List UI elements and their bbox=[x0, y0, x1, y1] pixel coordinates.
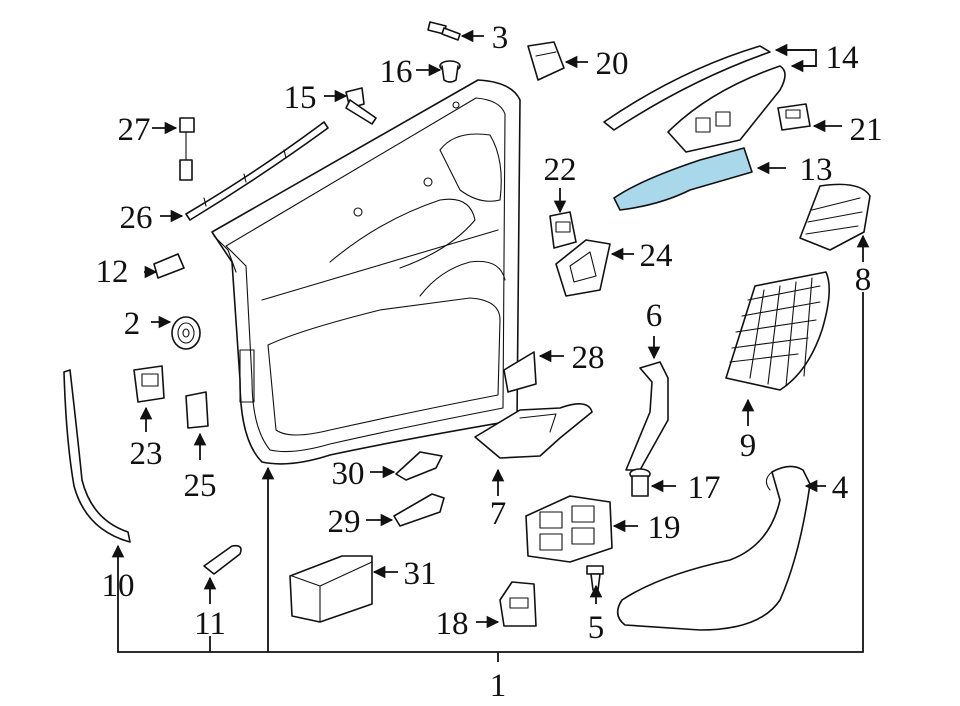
callout-1: 1 bbox=[490, 668, 507, 704]
callout-12: 12 bbox=[96, 254, 129, 290]
sensor-plug bbox=[629, 468, 651, 497]
callout-30: 30 bbox=[332, 456, 365, 492]
screw bbox=[586, 565, 604, 591]
callout-3: 3 bbox=[492, 20, 509, 56]
callout-28: 28 bbox=[572, 340, 605, 376]
switch-20 bbox=[527, 41, 565, 81]
clip-strip bbox=[185, 121, 329, 221]
connector bbox=[345, 87, 377, 125]
cable bbox=[179, 117, 195, 181]
callout-2: 2 bbox=[124, 306, 141, 342]
speaker-grille-upper bbox=[799, 183, 871, 251]
callout-17: 17 bbox=[688, 470, 721, 506]
callout-27: 27 bbox=[118, 112, 151, 148]
callout-23: 23 bbox=[130, 436, 163, 472]
armrest-bracket bbox=[474, 403, 593, 459]
speaker-grille-lower bbox=[725, 271, 830, 391]
callout-18: 18 bbox=[436, 606, 469, 642]
callout-14: 14 bbox=[826, 40, 859, 76]
callout-26: 26 bbox=[120, 200, 153, 236]
callout-19: 19 bbox=[648, 510, 681, 546]
cap bbox=[439, 60, 461, 83]
callout-5: 5 bbox=[588, 610, 605, 646]
door-trim-panel bbox=[211, 79, 521, 465]
switch-21 bbox=[777, 103, 811, 131]
trim-clip bbox=[203, 544, 242, 575]
callout-15: 15 bbox=[284, 80, 317, 116]
upper-trim-bezel bbox=[603, 45, 786, 153]
callout-10: 10 bbox=[102, 568, 135, 604]
small-switch bbox=[499, 581, 537, 627]
grommet bbox=[171, 316, 201, 350]
armrest-pad bbox=[616, 465, 811, 631]
cover-25 bbox=[185, 391, 209, 429]
highlighted-trim-strip bbox=[613, 147, 753, 211]
callout-9: 9 bbox=[740, 428, 757, 464]
callout-31: 31 bbox=[404, 556, 437, 592]
bracket-28 bbox=[503, 351, 537, 393]
pad-30 bbox=[395, 451, 443, 481]
pad-29 bbox=[393, 493, 445, 527]
label bbox=[153, 253, 185, 279]
callout-4: 4 bbox=[832, 470, 849, 506]
control-module bbox=[289, 555, 373, 623]
leader-lines bbox=[111, 29, 870, 662]
push-pin bbox=[427, 21, 461, 41]
callout-8: 8 bbox=[855, 262, 872, 298]
callout-24: 24 bbox=[640, 238, 673, 274]
callout-29: 29 bbox=[328, 504, 361, 540]
callout-25: 25 bbox=[184, 468, 217, 504]
switch-22 bbox=[549, 211, 577, 249]
callout-20: 20 bbox=[596, 46, 629, 82]
callout-7: 7 bbox=[490, 496, 507, 532]
callout-21: 21 bbox=[850, 112, 883, 148]
callout-6: 6 bbox=[646, 298, 663, 334]
callout-22: 22 bbox=[544, 152, 577, 188]
weatherstrip bbox=[63, 369, 131, 543]
callout-13: 13 bbox=[800, 152, 833, 188]
window-switch-panel bbox=[525, 495, 613, 563]
bezel-24 bbox=[555, 239, 611, 297]
callout-11: 11 bbox=[194, 606, 226, 642]
callout-16: 16 bbox=[380, 54, 413, 90]
switch-23 bbox=[133, 365, 165, 403]
callout-labels: 1 2 3 4 5 6 7 8 9 10 11 12 13 14 15 16 1… bbox=[96, 20, 883, 704]
switch-bezel-strip bbox=[625, 361, 669, 471]
